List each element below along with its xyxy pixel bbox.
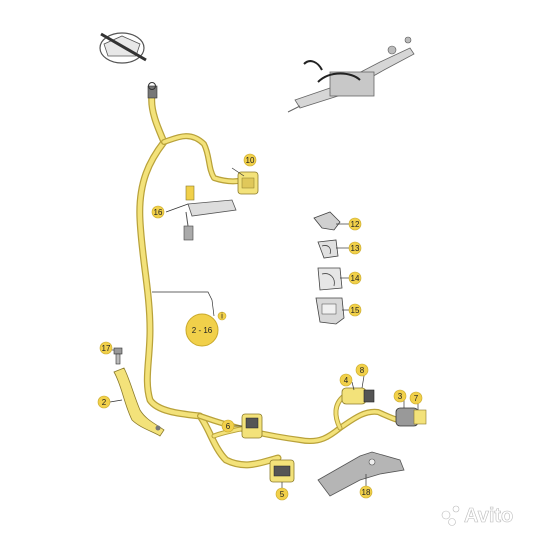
- bracket-2: [113, 367, 165, 437]
- range-callout: 2 - 16 i: [185, 312, 227, 347]
- connector-10: [237, 171, 259, 195]
- callout-label: 3: [398, 392, 403, 401]
- callout-label: 12: [351, 220, 360, 229]
- avito-watermark: Avito: [441, 505, 514, 527]
- callout-circle: [359, 485, 373, 499]
- connector-3: [395, 407, 427, 427]
- connector-6: [241, 413, 263, 439]
- connector-5: [269, 459, 295, 483]
- callout-label: 17: [102, 344, 111, 353]
- clip-14: [317, 267, 343, 291]
- callout-circle: [348, 303, 362, 317]
- callout-circle: [348, 271, 362, 285]
- range-marker-glyph: i: [221, 312, 223, 321]
- callout-label: 5: [280, 490, 285, 499]
- callout-circle: [409, 391, 423, 405]
- callout-circle: [275, 487, 289, 501]
- callout-16: 16: [151, 205, 165, 219]
- callout-12: 12: [348, 217, 362, 231]
- leader-lines: [109, 167, 419, 490]
- callout-7: 7: [409, 391, 423, 405]
- callout-2: 2: [97, 395, 111, 409]
- wiring-harness: [136, 92, 417, 469]
- callout-3: 3: [393, 389, 407, 403]
- callout-17: 17: [99, 341, 113, 355]
- bracket-18: [317, 451, 405, 497]
- callout-circle: [339, 373, 353, 387]
- callout-label: 8: [360, 366, 365, 375]
- callout-circle: [97, 395, 111, 409]
- callout-label: 2: [102, 398, 107, 407]
- callout-markers: 10 16 12 13 14 15 17 2 4 8 3 7 6 5 18: [97, 153, 423, 501]
- callout-label: 14: [351, 274, 360, 283]
- callout-label: 15: [351, 306, 360, 315]
- callout-label: 4: [344, 376, 349, 385]
- callout-label: 16: [154, 208, 163, 217]
- callout-circle: [221, 419, 235, 433]
- vehicle-orientation-icon: [99, 32, 147, 64]
- callout-8: 8: [355, 363, 369, 377]
- callout-label: 6: [226, 422, 231, 431]
- callout-14: 14: [348, 271, 362, 285]
- callout-circle: [243, 153, 257, 167]
- callout-15: 15: [348, 303, 362, 317]
- steering-rack-overview-icon: [287, 36, 415, 113]
- callout-10: 10: [243, 153, 257, 167]
- callout-6: 6: [221, 419, 235, 433]
- callout-circle: [348, 241, 362, 255]
- callout-label: 18: [362, 488, 371, 497]
- callout-circle: [355, 363, 369, 377]
- ring-terminal: [147, 82, 158, 99]
- watermark-text: Avito: [464, 505, 513, 527]
- bolt-17: [113, 347, 123, 365]
- range-label: 2 - 16: [192, 326, 213, 335]
- callout-circle: [393, 389, 407, 403]
- callout-label: 13: [351, 244, 360, 253]
- callout-13: 13: [348, 241, 362, 255]
- clip-15: [315, 297, 345, 325]
- callout-circle: [151, 205, 165, 219]
- callout-4: 4: [339, 373, 353, 387]
- callout-circle: [348, 217, 362, 231]
- callout-label: 10: [246, 156, 255, 165]
- callout-label: 7: [414, 394, 419, 403]
- connector-4: [341, 387, 375, 405]
- clip-13: [317, 239, 339, 259]
- clip-12: [313, 211, 341, 231]
- mounting-bracket-16: [183, 185, 237, 241]
- callout-circle: [99, 341, 113, 355]
- callout-18: 18: [359, 485, 373, 499]
- callout-5: 5: [275, 487, 289, 501]
